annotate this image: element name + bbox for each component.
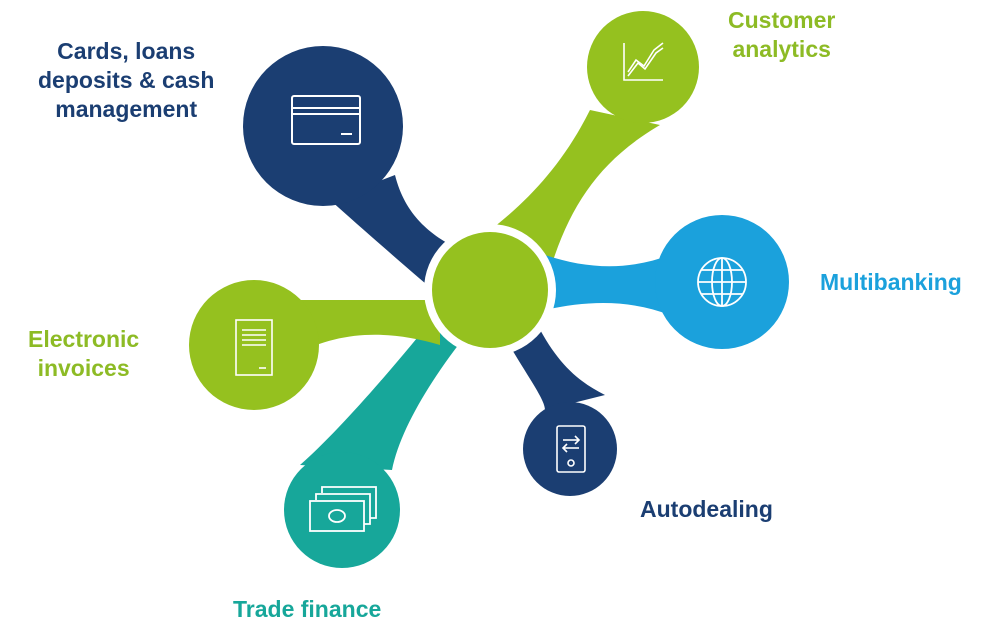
label-cards-line-2: deposits & cash (38, 67, 215, 93)
label-cards-line-1: Cards, loans (57, 38, 196, 64)
document-icon (235, 319, 273, 376)
label-trade-finance-line-1: Trade finance (233, 596, 382, 622)
label-electronic-invoices-line-2: invoices (37, 355, 130, 381)
label-autodealing: Autodealing (640, 495, 773, 524)
label-multibanking: Multibanking (820, 268, 962, 297)
label-multibanking-line-1: Multibanking (820, 269, 962, 295)
petal-electronic-invoices-stem (295, 300, 440, 355)
petal-autodealing (505, 320, 617, 496)
label-cards: Cards, loans deposits & cash management (38, 37, 214, 124)
line-chart-icon (623, 42, 664, 81)
petal-cards (243, 46, 460, 300)
petal-cards-bulb (243, 46, 403, 206)
petal-trade-finance (284, 312, 470, 568)
hub-core (432, 232, 548, 348)
label-customer-analytics-line-1: Customer (728, 7, 836, 33)
exchange-terminal-icon (556, 425, 586, 473)
label-autodealing-line-1: Autodealing (640, 496, 773, 522)
label-customer-analytics-line-2: analytics (732, 36, 831, 62)
label-electronic-invoices-line-1: Electronic (28, 326, 140, 352)
petal-multibanking-stem (545, 255, 670, 315)
label-trade-finance: Trade finance (233, 595, 381, 624)
petal-autodealing-stem (505, 320, 605, 410)
globe-icon (697, 257, 747, 307)
petal-multibanking (545, 215, 789, 349)
banknotes-icon (309, 486, 377, 532)
label-customer-analytics: Customer analytics (728, 6, 835, 64)
credit-card-icon (291, 95, 361, 145)
petal-autodealing-bulb (523, 402, 617, 496)
petal-cards-stem (330, 175, 460, 300)
petal-trade-finance-bulb (284, 452, 400, 568)
label-cards-line-3: management (55, 96, 198, 122)
label-electronic-invoices: Electronic invoices (28, 325, 139, 383)
petal-customer-analytics-stem (470, 110, 660, 270)
petal-trade-finance-stem (300, 312, 470, 470)
